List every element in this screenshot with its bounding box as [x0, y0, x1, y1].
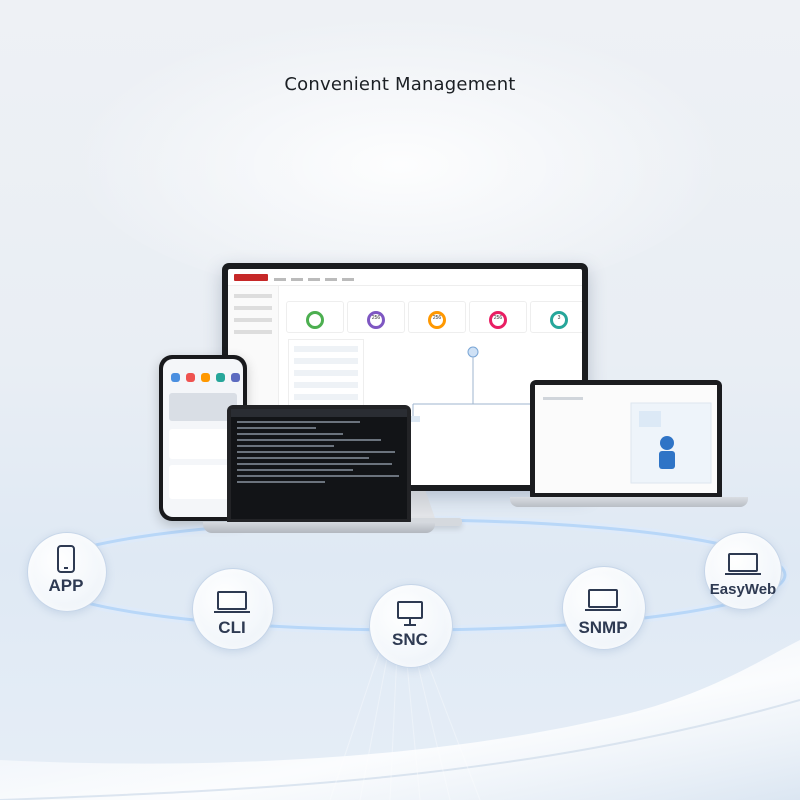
laptop-cli	[227, 405, 411, 523]
method-label: APP	[48, 576, 84, 595]
app-icon	[216, 373, 225, 382]
device-card	[169, 465, 237, 499]
gauge-value: 3	[557, 315, 561, 321]
app-icon	[186, 373, 195, 382]
page-title: Convenient Management	[284, 74, 516, 95]
method-easyweb: EasyWeb	[698, 532, 788, 610]
desktop-icon	[397, 601, 423, 626]
method-cli: CLI	[192, 568, 274, 650]
status-card: 3	[530, 301, 582, 333]
method-app: APP	[27, 532, 107, 612]
method-label: EasyWeb	[709, 581, 777, 598]
app-icon	[201, 373, 210, 382]
method-label: SNC	[392, 630, 428, 649]
smartphone-icon	[57, 545, 75, 573]
laptop-base	[203, 522, 435, 533]
app-icon	[171, 373, 180, 382]
status-card: 256	[408, 301, 466, 333]
status-card: 256	[347, 301, 405, 333]
dashboard-header	[228, 269, 582, 286]
gauge-icon	[489, 311, 507, 329]
laptop-icon	[585, 589, 621, 611]
banner-image	[169, 393, 237, 421]
laptop-easyweb	[530, 380, 722, 498]
web-login-screen	[535, 385, 717, 493]
dashboard-menu	[274, 269, 359, 286]
method-label: CLI	[218, 618, 246, 637]
gauge-value: 256	[493, 315, 503, 321]
gauge-value: 256	[432, 315, 442, 321]
laptop-base	[510, 497, 748, 507]
app-icon	[231, 373, 240, 382]
brand-logo	[234, 273, 268, 281]
method-label: SNMP	[578, 618, 628, 637]
laptop-icon	[214, 591, 250, 613]
login-page-illustration	[535, 385, 717, 493]
method-snc: SNC	[369, 584, 453, 668]
method-snmp: SNMP	[562, 566, 646, 650]
status-card	[286, 301, 344, 333]
terminal-screen	[231, 409, 407, 519]
laptop-icon	[725, 553, 761, 575]
terminal-titlebar	[231, 409, 407, 417]
gauge-icon	[428, 311, 446, 329]
status-card: 256	[469, 301, 527, 333]
stats-card	[169, 429, 237, 459]
gauge-icon	[367, 311, 385, 329]
gauge-icon	[306, 311, 324, 329]
gauge-value: 256	[371, 315, 381, 321]
gauge-icon	[550, 311, 568, 329]
